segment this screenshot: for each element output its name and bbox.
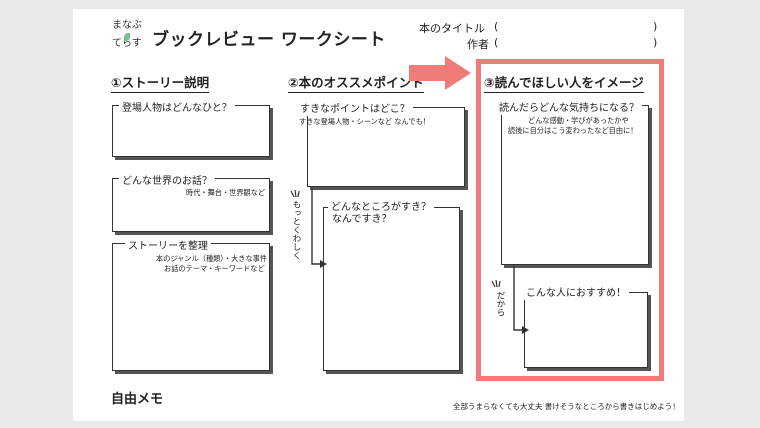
leaf-icon	[124, 33, 130, 41]
section3-highlight-frame	[476, 59, 664, 381]
why-like-question-1: どんなところがすき？	[328, 202, 434, 214]
logo: まなぶ てらす	[112, 20, 142, 54]
favorite-points-hint: すきな登場人物・シーンなど なんでも！	[299, 117, 430, 126]
feelings-hint-1: どんな感動・学びがあったかや	[528, 116, 629, 125]
logo-line1: まなぶ	[112, 20, 142, 31]
recommend-box[interactable]	[524, 292, 648, 368]
connector-arrow-icon	[311, 188, 327, 268]
feelings-question: 読んだらどんな気持ちになる？	[496, 103, 642, 115]
world-hint: 時代・舞台・世界観など	[186, 188, 266, 197]
book-title-field[interactable]	[502, 21, 650, 35]
world-question-text: どんな世界のお話？	[119, 176, 215, 188]
footer-note: 全部うまらなくても大丈夫 書けそうなところから書きはじめよう！	[453, 402, 680, 411]
emphasis-icon-2	[491, 279, 501, 288]
section1-heading: ①ストーリー説明	[111, 72, 210, 93]
page-title: ブックレビュー ワークシート	[152, 30, 386, 50]
author-close-paren: )	[653, 36, 658, 49]
story-box[interactable]	[112, 243, 270, 371]
favorite-points-question: すきなポイントはどこ？	[297, 104, 413, 116]
section2-heading: ②本のオススメポイント	[288, 72, 424, 93]
book-title-open-paren: (	[494, 20, 499, 33]
why-like-box[interactable]	[323, 207, 460, 371]
more-detail-label: もっとくわしく	[291, 200, 301, 260]
book-title-close-paren: )	[653, 20, 658, 33]
connector-arrow-icon-2	[513, 266, 529, 334]
why-like-question-2: なんですき？	[329, 214, 395, 226]
book-title-label: 本のタイトル	[419, 22, 485, 35]
section3-heading: ③読んでほしい人をイメージ	[484, 72, 644, 93]
therefore-label: だから	[495, 291, 505, 317]
emphasis-icon	[290, 189, 300, 198]
story-hint-1: 本のジャンル（種類）・大きな事件	[156, 254, 268, 263]
recommend-question: こんな人におすすめ！	[523, 288, 629, 300]
free-memo-area[interactable]	[110, 404, 440, 416]
story-question: ストーリーを整理	[125, 241, 211, 253]
feelings-hint-2: 読後に自分はこう変わったなど自由に！	[508, 126, 638, 135]
characters-question: 登場人物はどんなひと？	[119, 103, 235, 115]
free-memo-label: 自由メモ	[111, 392, 164, 407]
author-field[interactable]	[502, 37, 650, 51]
story-hint-2: お話のテーマ・キーワードなど	[164, 264, 265, 273]
arrow-right-icon	[409, 56, 471, 90]
feelings-box[interactable]	[501, 105, 649, 265]
logo-line2: てらす	[112, 38, 142, 49]
author-open-paren: (	[494, 36, 499, 49]
author-label: 作者	[467, 38, 489, 51]
